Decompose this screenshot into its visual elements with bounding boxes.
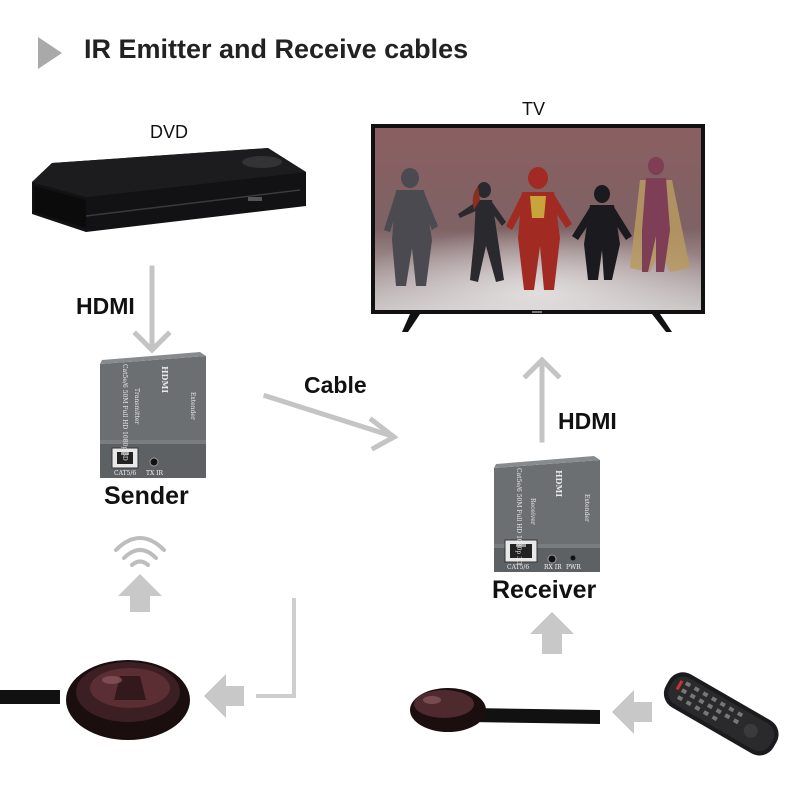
up-block-arrow-icon [118,574,162,612]
hdmi-down-arrow-icon [132,265,172,354]
receiver-spec-text: Cat5e/6 50M Full HD 1080p 3D [515,468,522,565]
cable-label: Cable [304,372,367,398]
sender-brand-text: HDMI [160,366,170,394]
receiver-port-ir-text: RX IR [544,564,562,571]
wireless-signal-icon [114,536,166,567]
page-title: IR Emitter and Receive cables [84,34,469,64]
receiver-brand-text: HDMI [554,470,564,498]
title-marker-icon [38,37,62,69]
ir-receiver [410,688,600,732]
sender-name-text: Extender [189,392,196,420]
tv-label: TV [522,99,546,119]
receiver-device [494,456,600,572]
tv-screen-figures [384,157,690,290]
left-block-arrow-icon [204,674,244,718]
receiver-port-cat-text: CAT5/6 [507,564,530,571]
receiver-label: Receiver [492,576,597,604]
receiver-name-text: Extender [583,494,590,522]
dvd-player [32,148,306,232]
remote-control [663,672,779,756]
sender-port-cat-text: CAT5/6 [114,470,137,477]
ir-emitter [0,660,190,740]
sender-label: Sender [104,482,189,510]
dvd-label: DVD [150,122,189,142]
hdmi-right-label: HDMI [558,408,617,434]
sender-device [100,352,206,478]
receiver-port-pwr-text: PWR [566,564,581,571]
television [371,124,705,332]
return-line-connector [256,598,296,698]
sender-spec-text: Cat5e/6 50M Full HD 1080p 3D [121,364,128,461]
sender-role-text: Transmitter [133,388,140,425]
cable-arrow-icon [262,392,399,452]
hdmi-up-arrow-icon [522,356,562,443]
hdmi-left-label: HDMI [76,293,135,319]
sender-port-ir-text: TX IR [146,470,164,477]
receiver-role-text: Receiver [529,498,536,525]
left-block-arrow-icon [612,690,652,734]
up-block-arrow-icon [530,612,574,654]
